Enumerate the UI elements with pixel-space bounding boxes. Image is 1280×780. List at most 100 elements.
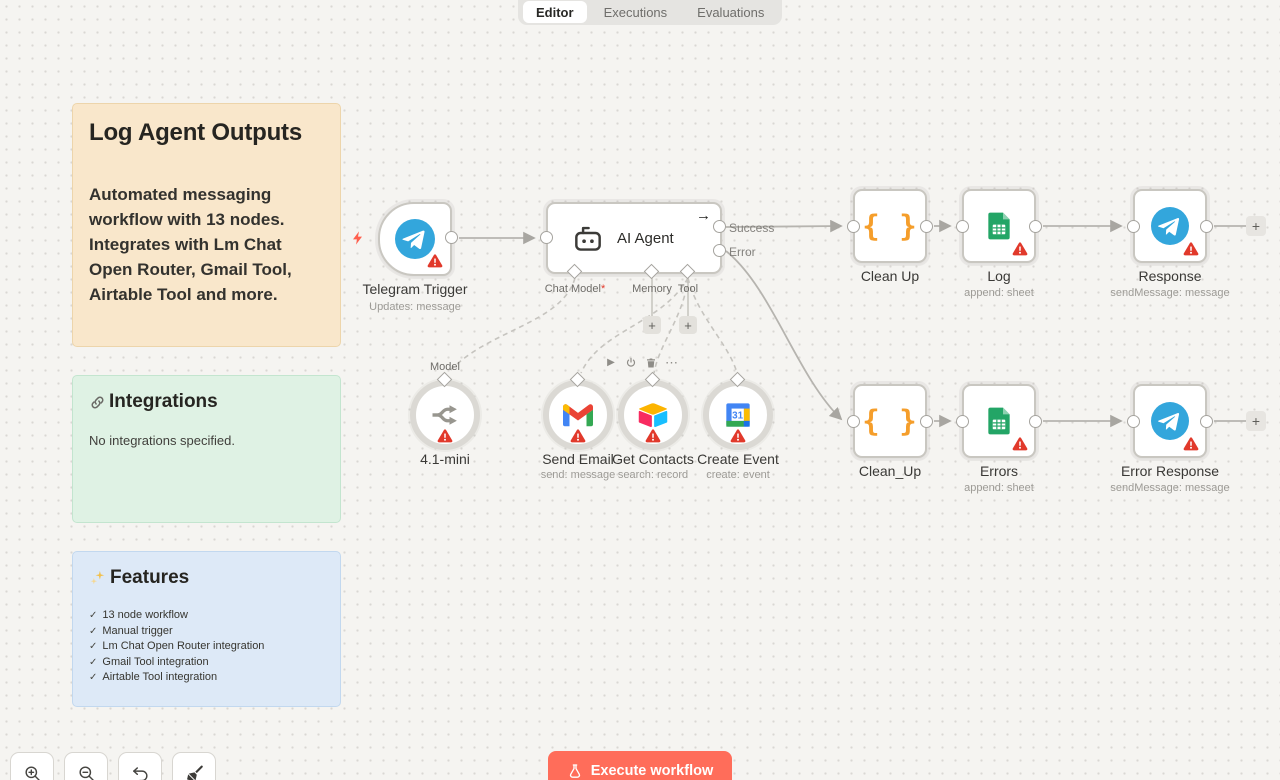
subport-label-text: Tool <box>677 283 699 295</box>
warning-icon <box>730 429 746 443</box>
node-ai-agent[interactable]: AI Agent → <box>546 202 722 274</box>
node-subtitle: Updates: message <box>369 301 461 313</box>
add-node-button[interactable]: + <box>1246 411 1266 431</box>
gmail-icon <box>563 403 593 427</box>
add-tool-button[interactable]: + <box>679 316 697 334</box>
node-log[interactable] <box>962 189 1036 263</box>
port-input[interactable] <box>1127 415 1140 428</box>
port-output-success[interactable] <box>713 220 726 233</box>
sticky-note-summary[interactable]: Log Agent Outputs Automated messaging wo… <box>72 103 341 347</box>
warning-icon <box>645 429 661 443</box>
note-integrations-title-row: Integrations <box>89 391 324 413</box>
sticky-note-features[interactable]: Features ✓13 node workflow ✓Manual trigg… <box>72 551 341 707</box>
port-input[interactable] <box>1127 220 1140 233</box>
warning-icon <box>427 254 443 268</box>
plus-icon: + <box>648 317 656 333</box>
port-output[interactable] <box>445 231 458 244</box>
execute-workflow-button[interactable]: Execute workflow <box>548 751 732 780</box>
port-input[interactable] <box>956 220 969 233</box>
node-model-4-1-mini[interactable] <box>410 380 480 450</box>
note-integrations-body: No integrations specified. <box>89 433 235 448</box>
node-send-email[interactable] <box>543 380 613 450</box>
port-input[interactable] <box>847 415 860 428</box>
feature-item-label: 13 node workflow <box>102 609 188 621</box>
check-icon: ✓ <box>89 641 98 652</box>
node-create-event[interactable]: 31 <box>703 380 773 450</box>
feature-item-label: Airtable Tool integration <box>102 671 218 683</box>
node-telegram-trigger[interactable] <box>378 202 452 276</box>
node-label: Create Event <box>697 451 779 467</box>
zoom-in-button[interactable] <box>10 752 54 780</box>
node-errors[interactable] <box>962 384 1036 458</box>
link-icon <box>89 394 106 411</box>
note-summary-body: Automated messaging workflow with 13 nod… <box>89 185 292 304</box>
view-tabbar: Editor Executions Evaluations <box>518 0 783 25</box>
check-icon: ✓ <box>89 625 98 637</box>
tab-evaluations[interactable]: Evaluations <box>697 4 765 20</box>
node-get-contacts[interactable] <box>618 380 688 450</box>
tidy-up-button[interactable] <box>172 752 216 780</box>
node-subtitle: sendMessage: message <box>1110 482 1230 494</box>
warning-icon <box>570 429 586 443</box>
port-output[interactable] <box>1200 415 1213 428</box>
subport-label-text: Chat Model <box>544 283 601 295</box>
feature-item-label: Lm Chat Open Router integration <box>102 640 265 652</box>
subport-label-tool: Tool <box>668 283 708 295</box>
port-output[interactable] <box>1029 220 1042 233</box>
warning-icon <box>1012 242 1028 256</box>
note-integrations-title: Integrations <box>109 391 218 412</box>
warning-icon <box>437 429 453 443</box>
code-braces-icon: { } <box>862 404 918 438</box>
flask-icon <box>569 764 580 778</box>
node-subtitle: create: event <box>706 469 770 481</box>
openrouter-icon <box>430 400 460 430</box>
warning-icon <box>1183 242 1199 256</box>
port-output[interactable] <box>1029 415 1042 428</box>
port-output-error[interactable] <box>713 244 726 257</box>
node-label: Telegram Trigger <box>362 281 468 297</box>
broom-icon <box>186 765 203 780</box>
code-braces-icon: { } <box>862 209 918 243</box>
output-label-success: Success <box>729 221 775 235</box>
telegram-icon <box>1151 402 1189 440</box>
port-input[interactable] <box>847 220 860 233</box>
feature-item-label: Manual trigger <box>102 624 173 637</box>
node-label: Clean_Up <box>858 463 922 479</box>
add-node-button[interactable]: + <box>1246 216 1266 236</box>
output-label-error: Error <box>729 245 756 259</box>
power-icon[interactable] <box>625 357 637 369</box>
node-error-response[interactable] <box>1133 384 1207 458</box>
plus-icon: + <box>1251 218 1261 234</box>
tab-executions[interactable]: Executions <box>603 4 668 20</box>
node-label: Send Email <box>542 451 614 467</box>
port-output[interactable] <box>920 220 933 233</box>
trash-icon[interactable] <box>645 357 657 369</box>
check-icon: ✓ <box>89 610 98 621</box>
feature-list: ✓ 13 node workflow ✓ Manual trigger ✓ Lm Ch… <box>89 609 324 683</box>
node-label: Response <box>1138 268 1202 284</box>
more-options-icon[interactable]: ⋯ <box>665 355 678 370</box>
node-clean-up-error[interactable]: { } <box>853 384 927 458</box>
sparkles-icon <box>89 569 107 587</box>
add-memory-button[interactable]: + <box>643 316 661 334</box>
node-subtitle: append: sheet <box>964 482 1034 494</box>
google-sheets-icon <box>983 405 1015 437</box>
google-calendar-icon: 31 <box>724 401 752 429</box>
node-clean-up[interactable]: { } <box>853 189 927 263</box>
sticky-note-integrations[interactable]: Integrations No integrations specified. <box>72 375 341 523</box>
node-label: Errors <box>979 463 1019 479</box>
subport-label-chat-model: Chat Model* <box>535 283 615 295</box>
port-output[interactable] <box>1200 220 1213 233</box>
zoom-out-button[interactable] <box>64 752 108 780</box>
node-subtitle: send: message <box>540 469 616 481</box>
node-subtitle: append: sheet <box>964 287 1034 299</box>
node-inner-label: AI Agent <box>617 229 674 247</box>
port-output[interactable] <box>920 415 933 428</box>
tab-editor[interactable]: Editor <box>523 1 587 23</box>
port-input[interactable] <box>540 231 553 244</box>
port-input[interactable] <box>956 415 969 428</box>
undo-button[interactable] <box>118 752 162 780</box>
play-icon[interactable]: ▶ <box>607 357 615 368</box>
node-response[interactable] <box>1133 189 1207 263</box>
